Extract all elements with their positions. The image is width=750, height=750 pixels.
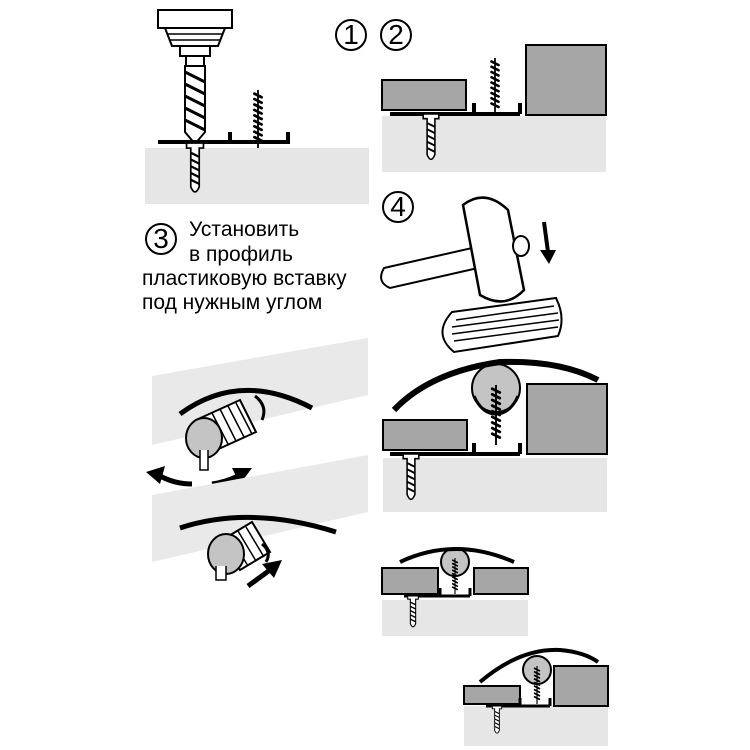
floor-slab: [382, 116, 606, 172]
board-right: [553, 665, 609, 707]
svg-text:2: 2: [388, 19, 404, 50]
profile-arc: [178, 387, 314, 417]
strike-arrow: [542, 221, 550, 253]
profile-base: [390, 103, 522, 116]
screw: [490, 56, 500, 116]
board-right: [473, 567, 529, 595]
step-1-panel: [145, 9, 369, 204]
profile-base: [158, 132, 290, 144]
wooden-block: [441, 296, 563, 354]
insert-press-illustration: [152, 455, 368, 589]
profile-arc: [478, 647, 600, 684]
profile-arc: [179, 514, 337, 535]
floor-slab: [383, 458, 607, 512]
variant-same-level: [381, 547, 529, 636]
board-left: [381, 79, 467, 111]
mallet: [380, 196, 530, 303]
plastic-insert: [207, 520, 272, 581]
svg-text:3: 3: [153, 223, 169, 254]
profile-arc: [391, 358, 600, 413]
drill-chuck: [157, 9, 233, 29]
board-right: [526, 383, 608, 455]
board-left: [381, 567, 439, 595]
rotate-arrow-left: [158, 473, 193, 487]
step-4-panel: [380, 196, 608, 512]
profile-strip: [152, 455, 368, 562]
floor-slab: [145, 148, 369, 204]
board-left: [463, 685, 521, 705]
step-1-number: 1: [335, 19, 367, 51]
caption-line-3: пластиковую вставку: [142, 267, 347, 290]
board-left: [382, 419, 468, 451]
press-arrow: [246, 567, 272, 589]
floor-slab: [464, 706, 608, 746]
screw: [252, 88, 264, 150]
board-right: [525, 44, 607, 116]
svg-text:4: 4: [390, 191, 406, 222]
step-2-number: 2: [380, 19, 412, 51]
floor-slab: [382, 600, 528, 636]
step-4-number: 4: [382, 191, 414, 223]
plastic-insert: [185, 398, 258, 471]
svg-text:1: 1: [343, 19, 359, 50]
profile-arc: [399, 547, 515, 564]
caption-line-2: в профиль: [189, 243, 293, 266]
step-2-panel: [381, 44, 607, 172]
variant-height-difference: [463, 647, 609, 746]
step-3-caption: 3 Установить в профиль пластиковую встав…: [142, 218, 347, 314]
caption-line-1: Установить: [189, 218, 299, 241]
caption-line-4: под нужным углом: [142, 291, 322, 314]
mallet-handle: [380, 246, 480, 290]
drill-collar: [163, 27, 227, 47]
mallet-head: [461, 196, 526, 303]
